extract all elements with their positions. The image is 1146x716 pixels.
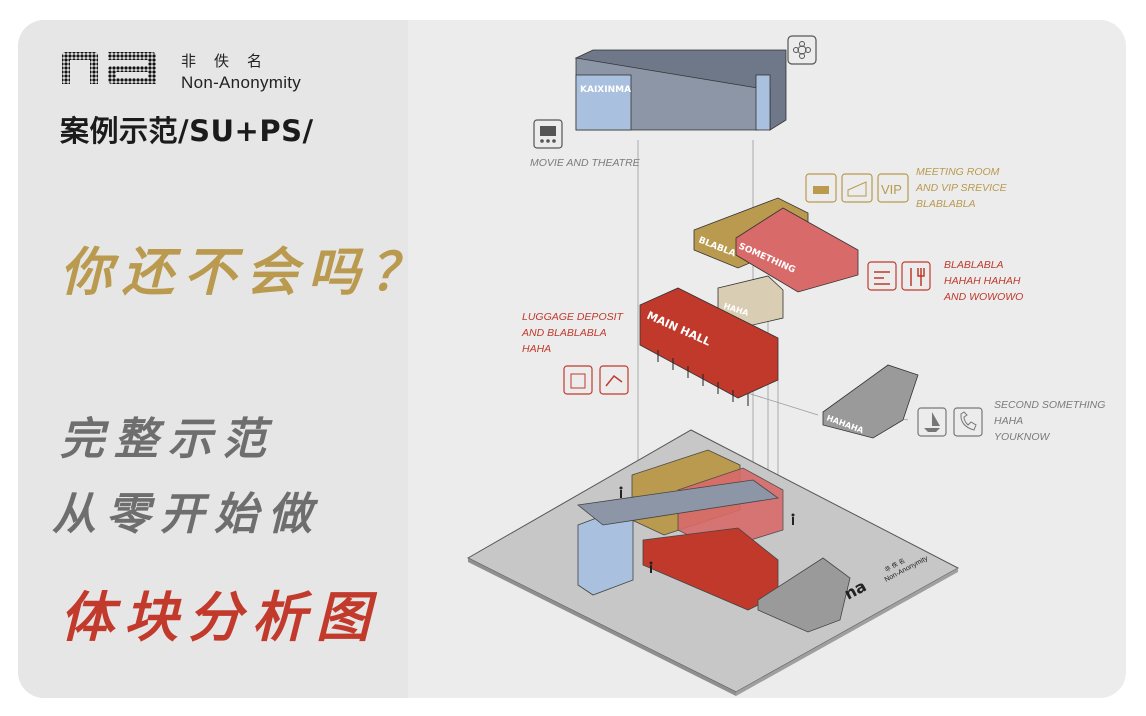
theatre-icon (533, 119, 563, 149)
vip-icon: VIP (877, 173, 909, 203)
left-panel (18, 20, 408, 698)
block-hahaha: HAHAHA (822, 364, 919, 439)
thumbnail-card: 非佚名 Non-Anonymity 案例示范/SU+PS/ 你还不会吗？ 完整示… (18, 20, 1126, 698)
headline-line-3: 体块分析图 (60, 586, 380, 649)
block-label-kaixinma: KAIXINMA (580, 85, 631, 95)
block-main-hall: MAIN HALL (639, 287, 779, 406)
annotation-luggage: LUGGAGE DEPOSIT AND BLABLABLA HAHA (521, 311, 626, 355)
annotation-movie: MOVIE AND THEATRE (530, 157, 641, 169)
headline-line-1: 完整示范 (60, 414, 276, 465)
headline-question: 你还不会吗？ (60, 243, 433, 303)
deposit-icon (599, 365, 629, 395)
people-figures (619, 486, 795, 573)
annotation-meeting: MEETING ROOM AND VIP SREVICE BLABLABLA (915, 166, 1010, 210)
annotation-second: SECOND SOMETHING HAHA YOUKNOW (994, 399, 1108, 443)
restaurant-icon (901, 261, 931, 291)
massing-diagram: na 非 佚 名 Non-Anonymity KAIXINMA BLABLA S… (466, 35, 1108, 696)
service-icon (841, 173, 873, 203)
bar-icon (867, 261, 897, 291)
meeting-icon (805, 173, 837, 203)
phone-icon (953, 407, 983, 437)
subtitle: 案例示范/SU+PS/ (60, 114, 314, 148)
sailboat-icon (917, 407, 947, 437)
luggage-icon (563, 365, 593, 395)
annotation-food: BLABLABLA HAHAH HAHAH AND WOWOWO (943, 259, 1023, 303)
block-kaixinma: KAIXINMA (574, 49, 787, 131)
vip-badge-label: VIP (881, 182, 902, 197)
brand-name-en: Non-Anonymity (181, 73, 302, 92)
headline-line-2: 从零开始做 (52, 489, 322, 540)
brand-name: 非佚名 Non-Anonymity (181, 50, 321, 93)
brand-logo-icon (62, 52, 156, 84)
brand-name-cn: 非佚名 (181, 52, 281, 70)
flower-icon (787, 35, 817, 65)
